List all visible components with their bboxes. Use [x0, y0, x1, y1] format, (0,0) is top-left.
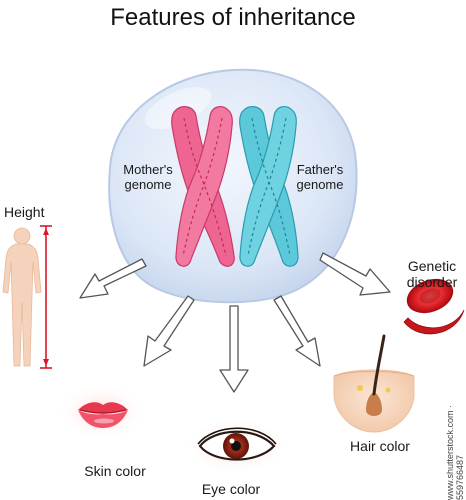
- genetic-disorder-label: Genetic disorder: [398, 258, 466, 290]
- eye: [184, 416, 288, 476]
- mothers-genome-label: Mother's genome: [108, 162, 188, 193]
- eye-color-label: Eye color: [201, 481, 261, 497]
- father-chromosome: [239, 106, 299, 267]
- blood-cells: [403, 278, 465, 335]
- height-measure-line: [40, 225, 52, 369]
- fathers-genome-label: Father's genome: [282, 162, 358, 193]
- sickle-cell: [403, 309, 465, 335]
- skin-color-label: Skin color: [84, 463, 146, 479]
- arrow-to-genetic: [319, 252, 391, 296]
- arrow-to-skin: [143, 295, 195, 367]
- arrow-to-eye: [219, 305, 249, 393]
- lips: [56, 382, 148, 442]
- mothers-genome-line2: genome: [124, 176, 172, 192]
- hair-color-label: Hair color: [350, 438, 410, 454]
- height-label: Height: [4, 204, 45, 220]
- arrow-to-hair: [273, 295, 321, 367]
- mothers-genome-line1: Mother's: [123, 162, 173, 177]
- diagram-title: Features of inheritance: [110, 4, 356, 31]
- mother-chromosome: [171, 106, 235, 267]
- watermark: www.shutterstock.com · 559766487: [445, 404, 465, 500]
- genetic-disorder-line2: disorder: [406, 274, 458, 291]
- arrows: [79, 252, 391, 393]
- hair-follicle: [333, 334, 415, 433]
- fathers-genome-line1: Father's: [296, 162, 344, 177]
- arrow-to-height: [79, 258, 147, 299]
- pupil: [231, 441, 241, 451]
- genetic-disorder-line1: Genetic: [407, 258, 457, 274]
- fathers-genome-line2: genome: [296, 176, 344, 192]
- human-silhouette: [2, 227, 42, 367]
